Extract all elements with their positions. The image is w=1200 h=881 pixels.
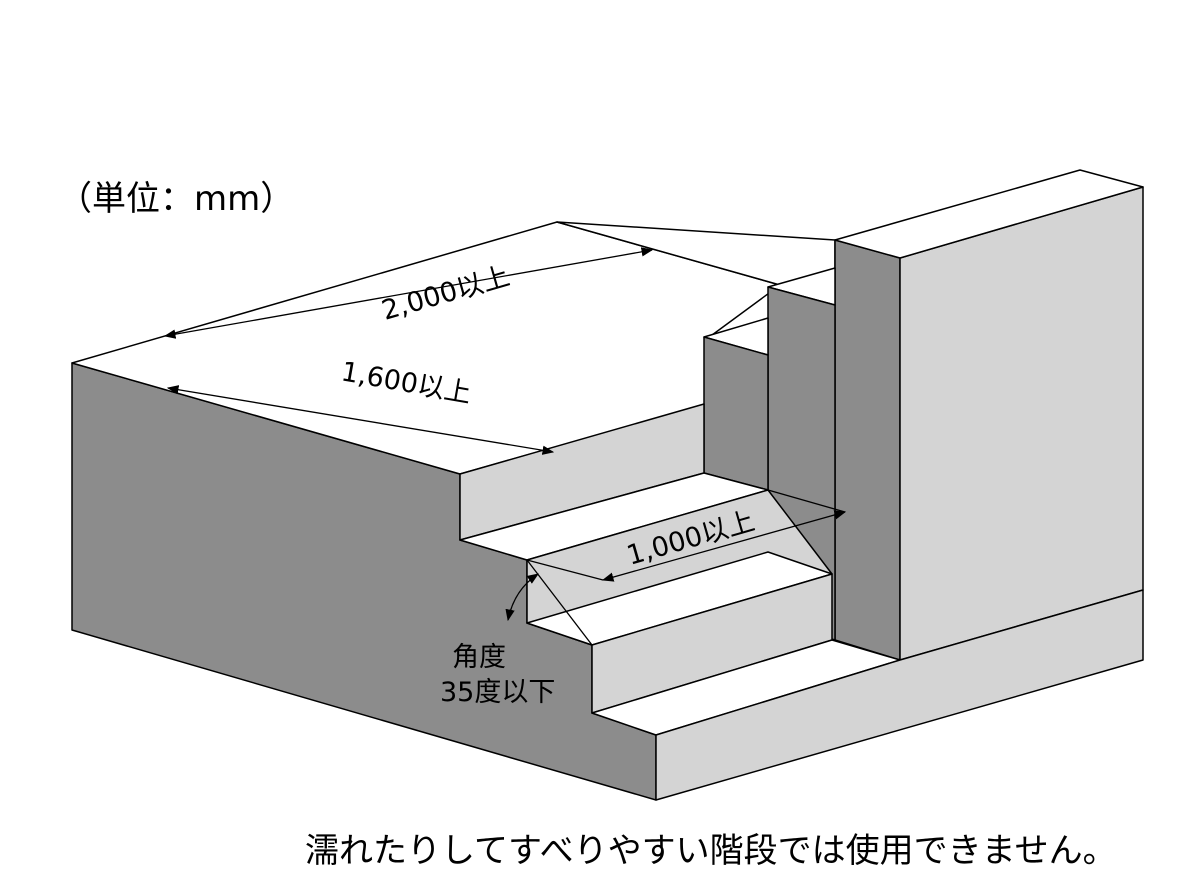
dim-line-overall	[163, 247, 654, 339]
right-wall-side	[834, 239, 901, 661]
dim-line-landing	[166, 385, 555, 455]
right-wall-top	[834, 169, 1144, 259]
dim-ext-left	[526, 559, 604, 581]
unit-label: （単位：mm）	[58, 179, 294, 219]
right-wall-front	[899, 186, 1144, 661]
middle-step-side	[703, 336, 769, 491]
angle-label-line2: 35度以下	[440, 677, 555, 708]
dim-line-stair	[601, 510, 847, 582]
dim-ext-right	[767, 489, 846, 513]
step3-riser	[655, 589, 1144, 801]
angle-arc	[505, 573, 539, 622]
angle-label-line1: 角度	[452, 642, 506, 673]
caption: 濡れたりしてすべりやすい階段では使用できません。	[305, 831, 1117, 871]
